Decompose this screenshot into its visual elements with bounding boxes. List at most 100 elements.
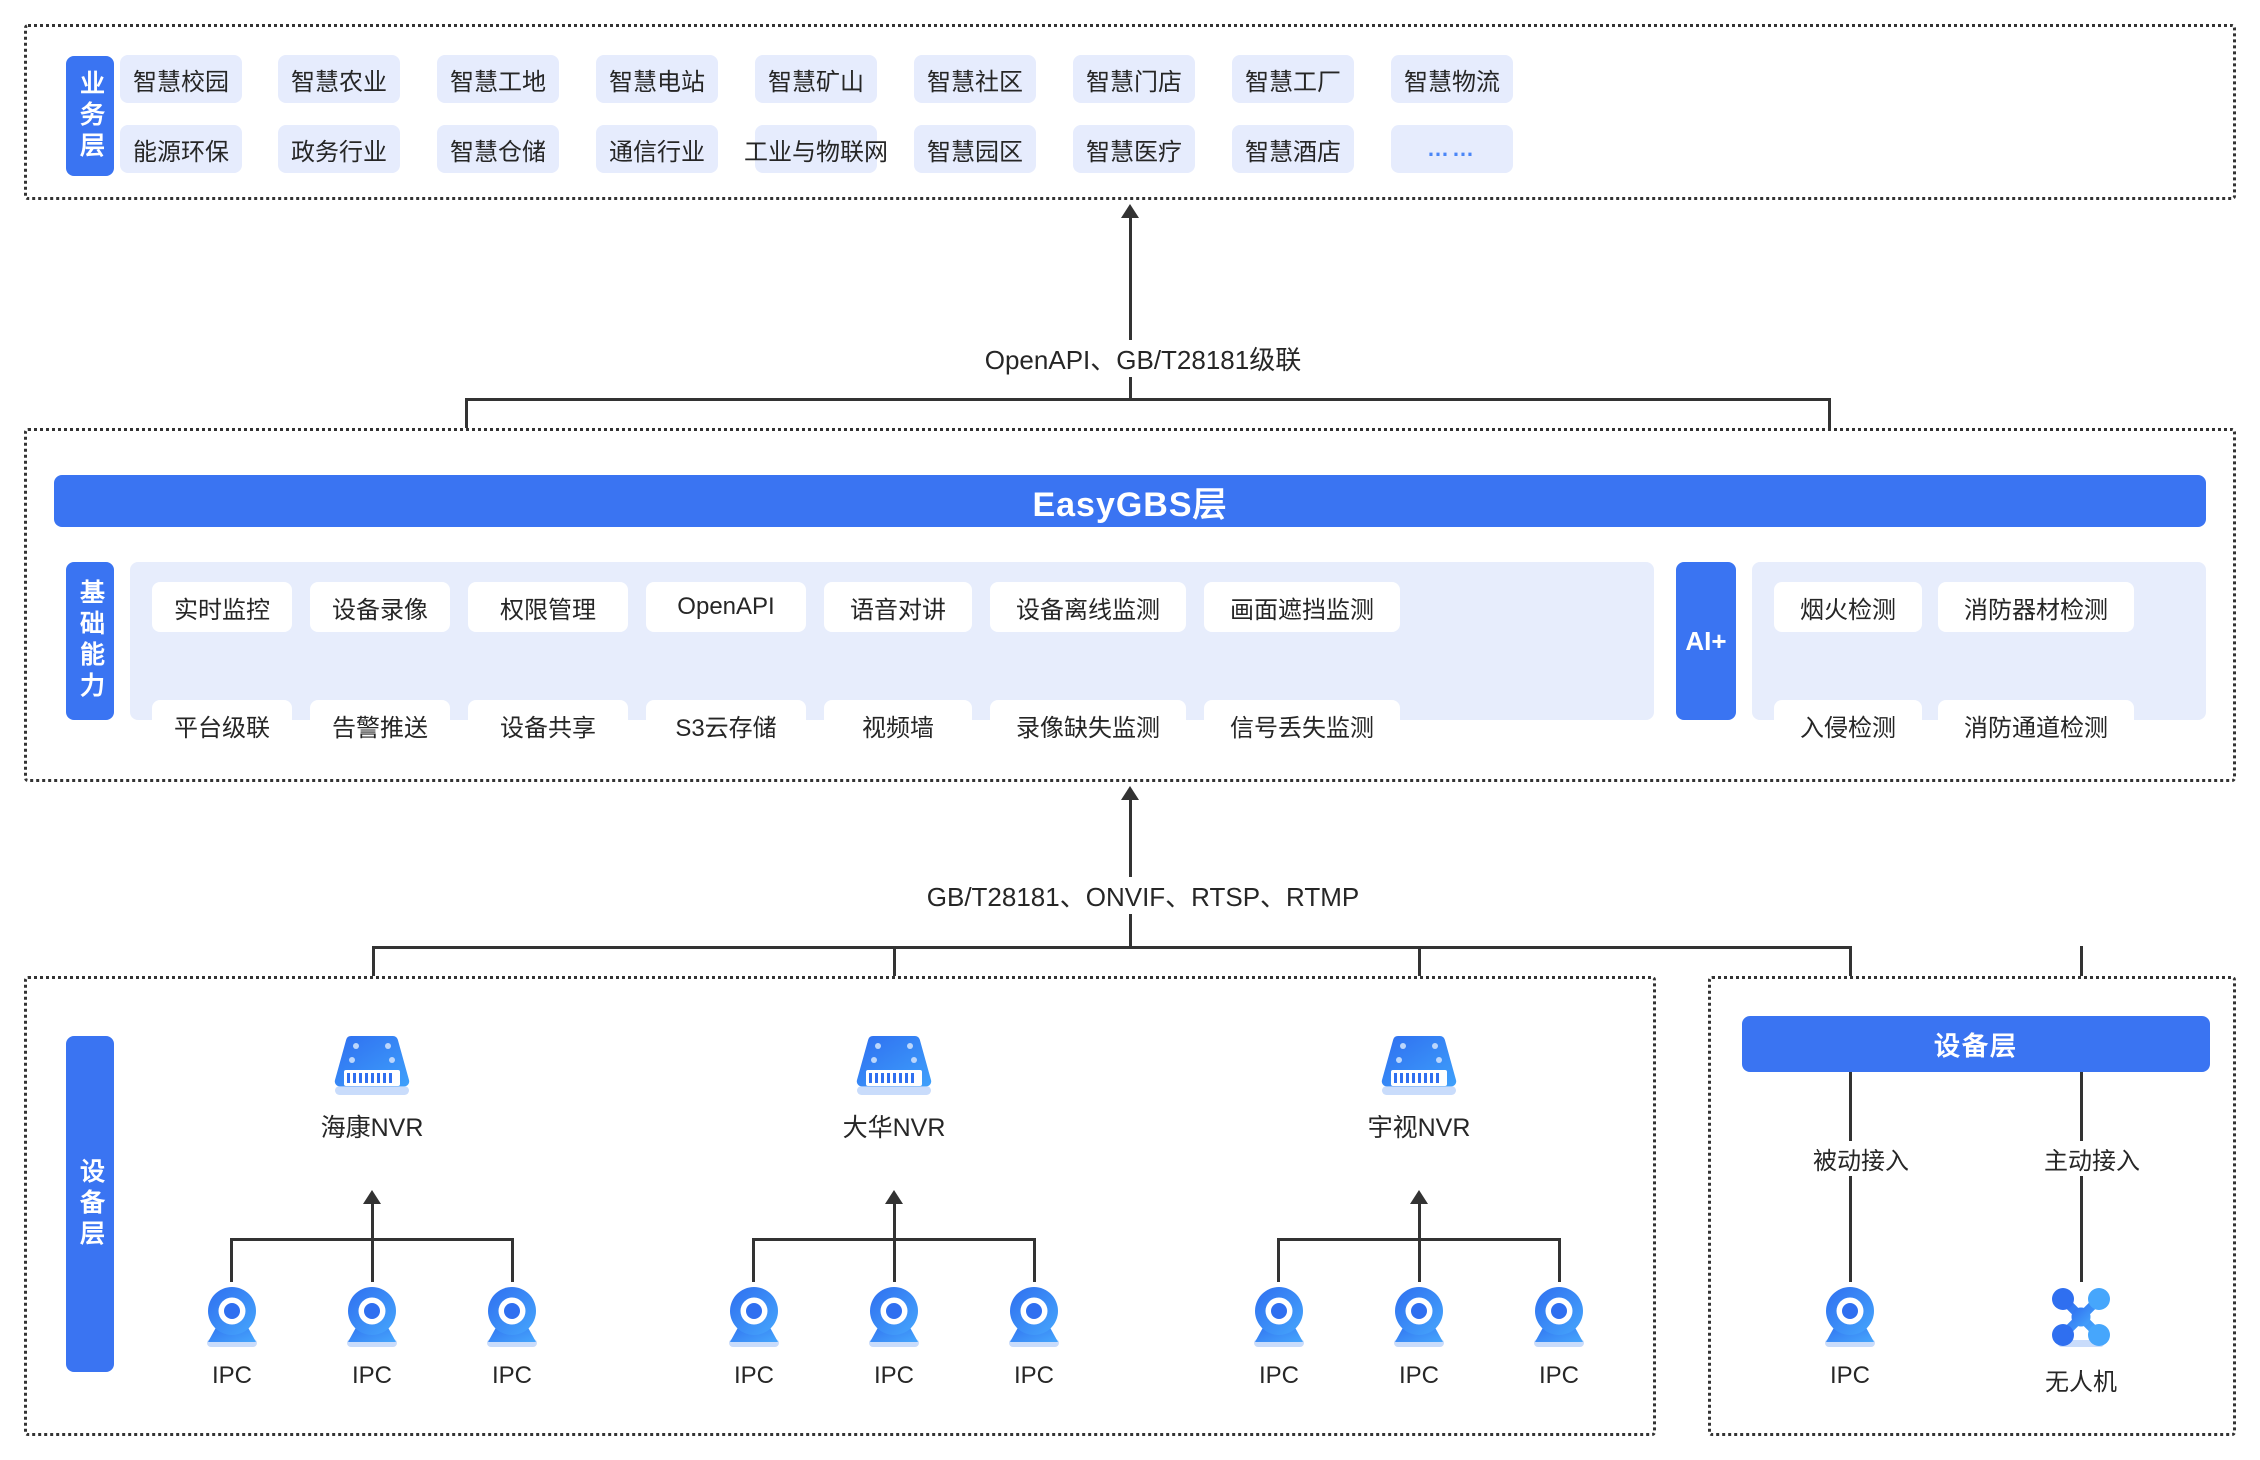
passive-access-label: 被动接入: [1789, 1141, 1933, 1176]
ipc-node[interactable]: IPC: [718, 1282, 790, 1390]
dahua-child-drop-1: [752, 1238, 755, 1282]
device-layer-right-bar[interactable]: 设备层: [1742, 1016, 2210, 1072]
capability-chip-label: 信号丢失监测: [1230, 714, 1374, 742]
active-access-label: 主动接入: [2020, 1141, 2164, 1176]
ipc-node-passive[interactable]: IPC: [1814, 1282, 1886, 1390]
ipc-node[interactable]: IPC: [1383, 1282, 1455, 1390]
bottom-connector-vertical: [1129, 798, 1132, 948]
capability-chip-label: OpenAPI: [677, 593, 775, 620]
ipc-camera-icon: [1384, 1282, 1454, 1352]
capability-chip[interactable]: 画面遮挡监测: [1204, 582, 1400, 632]
capability-chip[interactable]: 语音对讲: [824, 582, 972, 632]
ipc-camera-icon: [999, 1282, 1069, 1352]
business-chip[interactable]: 智慧物流: [1391, 55, 1513, 103]
ipc-label: IPC: [491, 1362, 532, 1389]
capability-chip[interactable]: 信号丢失监测: [1204, 700, 1400, 750]
capability-chip[interactable]: 设备离线监测: [990, 582, 1186, 632]
ipc-camera-icon: [1815, 1282, 1885, 1352]
top-connector-bus: [465, 398, 1831, 401]
ipc-node[interactable]: IPC: [1243, 1282, 1315, 1390]
capability-chip-label: 平台级联: [174, 714, 270, 742]
business-chip-label: 智慧园区: [927, 138, 1023, 166]
nvr-node-hik[interactable]: 海康NVR: [296, 1030, 448, 1144]
business-chip[interactable]: 智慧工地: [437, 55, 559, 103]
ai-capability-chip[interactable]: 烟火检测: [1774, 582, 1922, 632]
capability-chip-label: 画面遮挡监测: [1230, 596, 1374, 624]
capability-chip[interactable]: OpenAPI: [646, 582, 806, 632]
nvr-node-uniview[interactable]: 宇视NVR: [1343, 1030, 1495, 1144]
ai-capability-chip[interactable]: 入侵检测: [1774, 700, 1922, 750]
ipc-node[interactable]: IPC: [476, 1282, 548, 1390]
capability-chip[interactable]: 视频墙: [824, 700, 972, 750]
business-chip[interactable]: 工业与物联网: [744, 125, 888, 173]
capability-chip[interactable]: 告警推送: [310, 700, 450, 750]
top-connector-label: OpenAPI、GB/T28181级联: [929, 340, 1357, 377]
business-chip[interactable]: 智慧农业: [278, 55, 400, 103]
uniview-uplink-arrow-icon: [1410, 1190, 1428, 1204]
ipc-node[interactable]: IPC: [998, 1282, 1070, 1390]
capability-chip[interactable]: S3云存储: [646, 700, 806, 750]
ipc-camera-icon: [719, 1282, 789, 1352]
business-chip[interactable]: 智慧门店: [1073, 55, 1195, 103]
business-chip[interactable]: 智慧仓储: [437, 125, 559, 173]
easygbs-layer-title: EasyGBS层: [1032, 485, 1228, 524]
ipc-node[interactable]: IPC: [336, 1282, 408, 1390]
device-layer-right-title: 设备层: [1933, 1030, 2018, 1061]
business-chip-label: 智慧农业: [291, 68, 387, 96]
passive-branch-line: [1849, 1072, 1852, 1282]
ipc-node[interactable]: IPC: [858, 1282, 930, 1390]
ipc-label: IPC: [211, 1362, 252, 1389]
business-chip-label: 智慧门店: [1086, 68, 1182, 96]
platform-layer-side-label: 基础能力: [66, 562, 114, 720]
hik-uplink-arrow-icon: [363, 1190, 381, 1204]
ai-capability-chip[interactable]: 消防通道检测: [1938, 700, 2134, 750]
ipc-camera-icon: [337, 1282, 407, 1352]
business-chip[interactable]: 智慧矿山: [755, 55, 877, 103]
bottom-connector-label: GB/T28181、ONVIF、RTSP、RTMP: [879, 877, 1407, 914]
easygbs-layer-bar[interactable]: EasyGBS层: [54, 475, 2206, 527]
capability-chip[interactable]: 权限管理: [468, 582, 628, 632]
business-chip-label: ……: [1427, 136, 1477, 161]
capability-chip-label: 权限管理: [500, 596, 596, 624]
business-chip[interactable]: 智慧社区: [914, 55, 1036, 103]
drone-node[interactable]: 无人机: [2045, 1282, 2117, 1397]
ipc-label: IPC: [1258, 1362, 1299, 1389]
business-chip[interactable]: 政务行业: [278, 125, 400, 173]
business-chip-label: 智慧酒店: [1245, 138, 1341, 166]
ipc-camera-icon: [1244, 1282, 1314, 1352]
business-chip[interactable]: 智慧工厂: [1232, 55, 1354, 103]
device-layer-left-side-label-text: 设备层: [76, 1157, 105, 1251]
capability-chip[interactable]: 录像缺失监测: [990, 700, 1186, 750]
business-chip-label: 智慧矿山: [768, 68, 864, 96]
ipc-label: IPC: [1538, 1362, 1579, 1389]
business-chip[interactable]: 智慧医疗: [1073, 125, 1195, 173]
business-chip[interactable]: 智慧校园: [120, 55, 242, 103]
ipc-node[interactable]: IPC: [1523, 1282, 1595, 1390]
capability-chip-label: 录像缺失监测: [1016, 714, 1160, 742]
ipc-node[interactable]: IPC: [196, 1282, 268, 1390]
ipc-label: IPC: [1013, 1362, 1054, 1389]
business-chip[interactable]: 智慧酒店: [1232, 125, 1354, 173]
business-chip-label: 智慧工厂: [1245, 68, 1341, 96]
business-chip-ellipsis[interactable]: ……: [1391, 125, 1513, 173]
bottom-connector-arrow-icon: [1121, 786, 1139, 800]
dahua-uplink-vertical: [893, 1202, 896, 1240]
ai-capability-chip[interactable]: 消防器材检测: [1938, 582, 2134, 632]
nvr-label: 海康NVR: [320, 1114, 424, 1142]
capability-chip[interactable]: 实时监控: [152, 582, 292, 632]
nvr-node-dahua[interactable]: 大华NVR: [818, 1030, 970, 1144]
capability-chip[interactable]: 设备共享: [468, 700, 628, 750]
business-chip-label: 智慧医疗: [1086, 138, 1182, 166]
business-chip[interactable]: 通信行业: [596, 125, 718, 173]
business-chip[interactable]: 智慧园区: [914, 125, 1036, 173]
capability-chip-label: 语音对讲: [850, 596, 946, 624]
capability-chip[interactable]: 平台级联: [152, 700, 292, 750]
capability-chip[interactable]: 设备录像: [310, 582, 450, 632]
ai-plus-badge-text: AI+: [1685, 625, 1727, 656]
business-layer-container: [24, 24, 2236, 200]
active-branch-line: [2080, 1072, 2083, 1282]
business-chip-label: 智慧电站: [609, 68, 705, 96]
ai-capability-chip-label: 烟火检测: [1800, 596, 1896, 624]
business-chip[interactable]: 智慧电站: [596, 55, 718, 103]
business-chip[interactable]: 能源环保: [120, 125, 242, 173]
